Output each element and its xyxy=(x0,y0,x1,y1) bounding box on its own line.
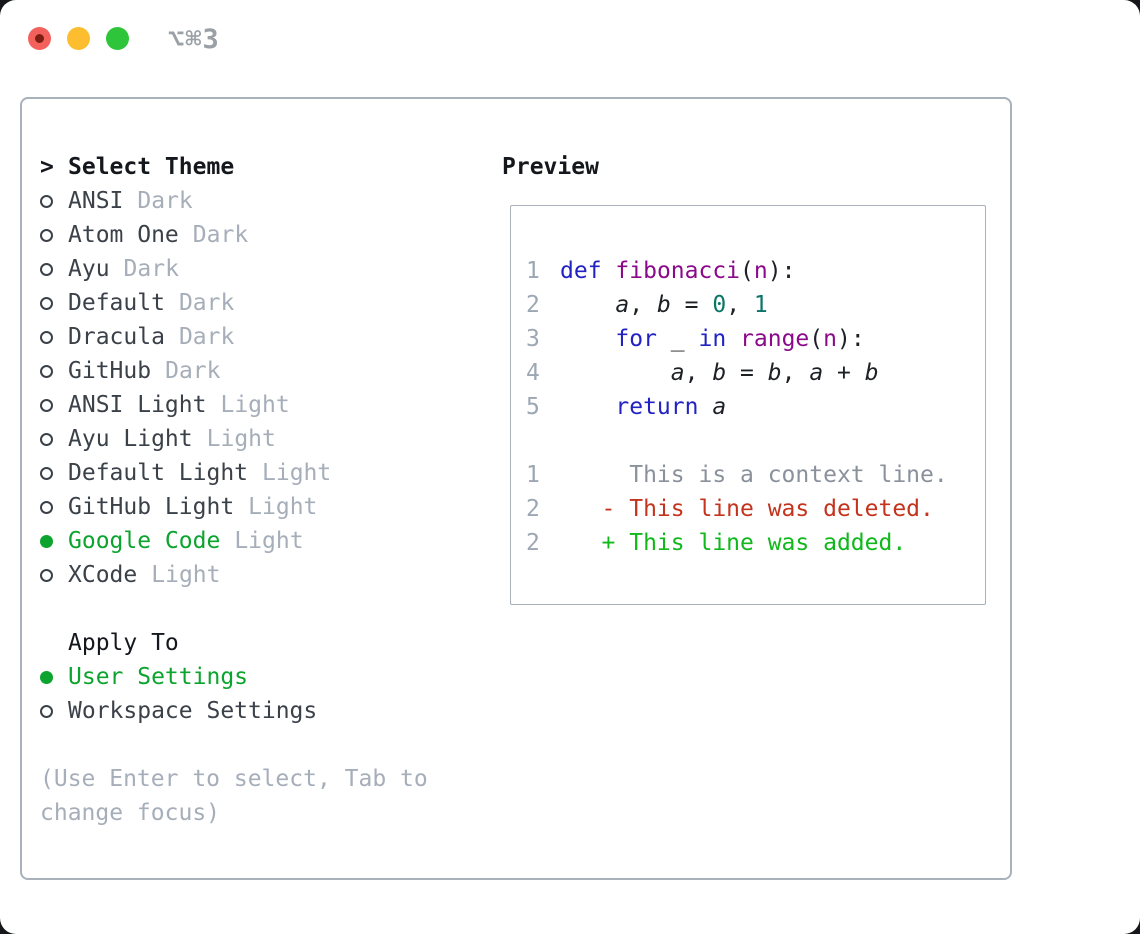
theme-variant-badge: Dark xyxy=(137,188,193,214)
line-number: 5 xyxy=(526,394,540,420)
diff-text: - This line was deleted. xyxy=(560,496,934,522)
theme-name: Ayu Light xyxy=(68,426,193,452)
theme-name: Default xyxy=(68,290,165,316)
theme-variant-badge: Dark xyxy=(192,222,249,248)
apply-to-title: Apply To xyxy=(68,630,179,656)
theme-name: Ayu xyxy=(68,256,110,282)
code-text: a, b = 0, 1 xyxy=(615,292,768,318)
theme-option-dracula[interactable]: Dracula Dark xyxy=(40,320,480,354)
diff-line-context: 1 This is a context line. xyxy=(526,458,948,492)
radio-icon xyxy=(40,398,53,412)
radio-icon xyxy=(40,262,53,276)
theme-variant-badge: Dark xyxy=(178,290,235,316)
theme-name: GitHub xyxy=(68,358,152,384)
theme-list-header: > Select Theme xyxy=(40,150,480,184)
theme-option-xcode[interactable]: XCode Light xyxy=(40,558,480,592)
code-text: return a xyxy=(615,394,727,420)
theme-option-default[interactable]: Default Dark xyxy=(40,286,480,320)
theme-variant-badge: Dark xyxy=(178,324,235,350)
radio-selected-icon xyxy=(40,534,53,548)
apply-option-user-settings[interactable]: User Settings xyxy=(40,660,480,694)
theme-name: XCode xyxy=(68,562,138,588)
theme-option-google-code[interactable]: Google Code Light xyxy=(40,524,480,558)
line-number: 2 xyxy=(526,292,540,318)
radio-icon xyxy=(40,330,53,344)
line-number: 3 xyxy=(526,326,540,352)
close-button[interactable] xyxy=(28,27,51,50)
code-text: def fibonacci(n): xyxy=(560,258,796,284)
radio-icon xyxy=(40,194,53,208)
apply-option-label: User Settings xyxy=(68,664,249,690)
radio-icon xyxy=(40,466,53,480)
code-line: 1 def fibonacci(n): xyxy=(526,254,948,288)
diff-text: + This line was added. xyxy=(560,530,907,556)
theme-option-ansi[interactable]: ANSI Dark xyxy=(40,184,480,218)
theme-name: Atom One xyxy=(68,222,179,248)
radio-icon xyxy=(40,296,53,310)
theme-name: Google Code xyxy=(68,528,221,554)
minimize-button[interactable] xyxy=(67,27,90,50)
radio-icon xyxy=(40,432,53,446)
hint-line-1: (Use Enter to select, Tab to xyxy=(40,766,428,792)
theme-option-default-light[interactable]: Default Light Light xyxy=(40,456,480,490)
theme-option-ansi-light[interactable]: ANSI Light Light xyxy=(40,388,480,422)
theme-name: Dracula xyxy=(68,324,165,350)
diff-line-added: 2 + This line was added. xyxy=(526,526,948,560)
spacer-row xyxy=(40,728,480,762)
radio-selected-icon xyxy=(40,670,53,684)
radio-icon xyxy=(40,568,53,582)
window-title: ⌥⌘3 xyxy=(168,23,220,55)
apply-option-label: Workspace Settings xyxy=(68,698,318,724)
radio-icon xyxy=(40,704,53,718)
theme-option-ayu[interactable]: Ayu Dark xyxy=(40,252,480,286)
line-number: 1 xyxy=(526,462,540,488)
blank-line xyxy=(526,424,948,458)
apply-option-workspace-settings[interactable]: Workspace Settings xyxy=(40,694,480,728)
code-line: 4 a, b = b, a + b xyxy=(526,356,948,390)
spacer-row xyxy=(40,592,480,626)
line-number: 4 xyxy=(526,360,540,386)
diff-line-deleted: 2 - This line was deleted. xyxy=(526,492,948,526)
theme-option-ayu-light[interactable]: Ayu Light Light xyxy=(40,422,480,456)
zoom-button[interactable] xyxy=(106,27,129,50)
cursor-pointer-icon: > xyxy=(40,154,54,180)
theme-name: GitHub Light xyxy=(68,494,235,520)
theme-variant-badge: Light xyxy=(220,392,290,418)
radio-icon xyxy=(40,500,53,514)
theme-variant-badge: Light xyxy=(234,528,304,554)
theme-name: ANSI xyxy=(68,188,124,214)
diff-text: This is a context line. xyxy=(560,462,948,488)
line-number: 1 xyxy=(526,258,540,284)
line-number: 2 xyxy=(526,530,540,556)
code-line: 3 for _ in range(n): xyxy=(526,322,948,356)
theme-name: Default Light xyxy=(68,460,249,486)
preview-title: Preview xyxy=(502,154,599,180)
theme-variant-badge: Light xyxy=(151,562,221,588)
theme-name: ANSI Light xyxy=(68,392,207,418)
theme-option-github[interactable]: GitHub Dark xyxy=(40,354,480,388)
code-text: for _ in range(n): xyxy=(615,326,865,352)
code-text: a, b = b, a + b xyxy=(670,360,879,386)
theme-variant-badge: Light xyxy=(248,494,318,520)
radio-icon xyxy=(40,228,53,242)
theme-list-title: Select Theme xyxy=(68,154,235,180)
theme-option-atom-one[interactable]: Atom One Dark xyxy=(40,218,480,252)
radio-icon xyxy=(40,364,53,378)
code-line: 2 a, b = 0, 1 xyxy=(526,288,948,322)
code-line: 5 return a xyxy=(526,390,948,424)
theme-variant-badge: Light xyxy=(262,460,332,486)
theme-variant-badge: Dark xyxy=(165,358,221,384)
theme-variant-badge: Dark xyxy=(123,256,179,282)
apply-to-header: Apply To xyxy=(40,626,480,660)
theme-option-github-light[interactable]: GitHub Light Light xyxy=(40,490,480,524)
hint-line-2: change focus) xyxy=(40,800,221,826)
line-number: 2 xyxy=(526,496,540,522)
theme-variant-badge: Light xyxy=(206,426,276,452)
